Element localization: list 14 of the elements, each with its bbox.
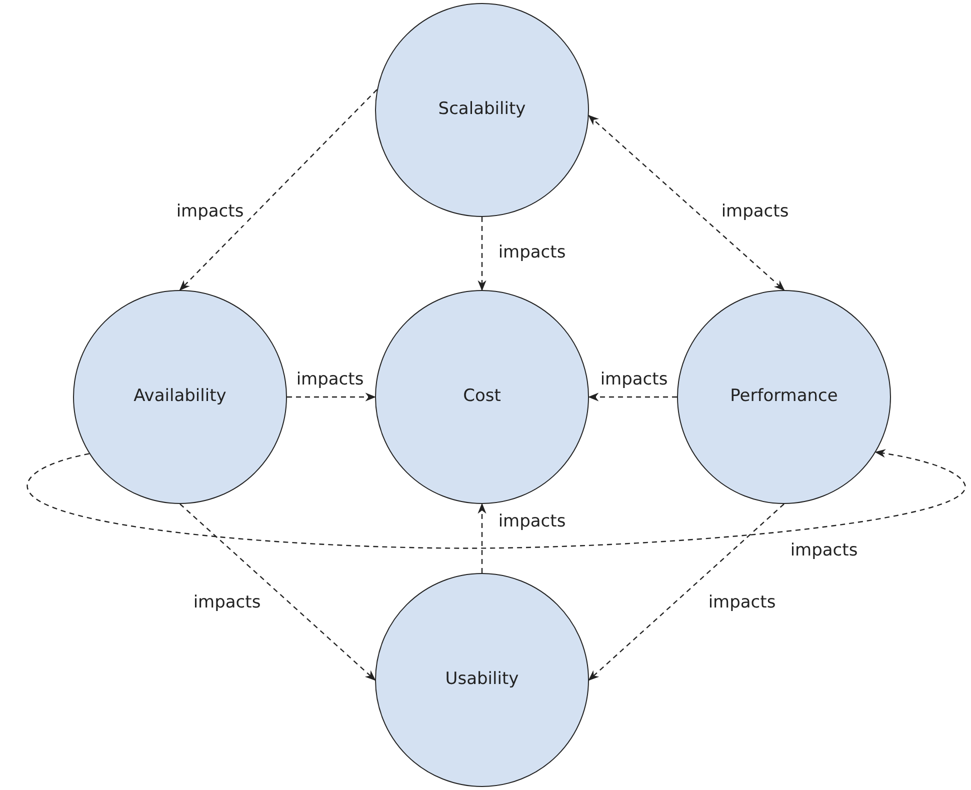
node-label: Performance bbox=[730, 385, 838, 408]
arrow bbox=[588, 504, 784, 681]
arrow bbox=[588, 392, 677, 402]
arrow bbox=[287, 392, 376, 402]
arrow bbox=[478, 502, 486, 573]
arrow bbox=[478, 217, 486, 292]
arrow bbox=[26, 449, 966, 549]
arrow bbox=[588, 114, 785, 291]
node-label: Availability bbox=[134, 385, 226, 408]
arrow bbox=[179, 89, 378, 291]
node-label: Cost bbox=[463, 385, 501, 408]
arrow bbox=[180, 504, 376, 681]
node-label: Scalability bbox=[438, 98, 526, 122]
node-label: Usability bbox=[445, 668, 519, 692]
